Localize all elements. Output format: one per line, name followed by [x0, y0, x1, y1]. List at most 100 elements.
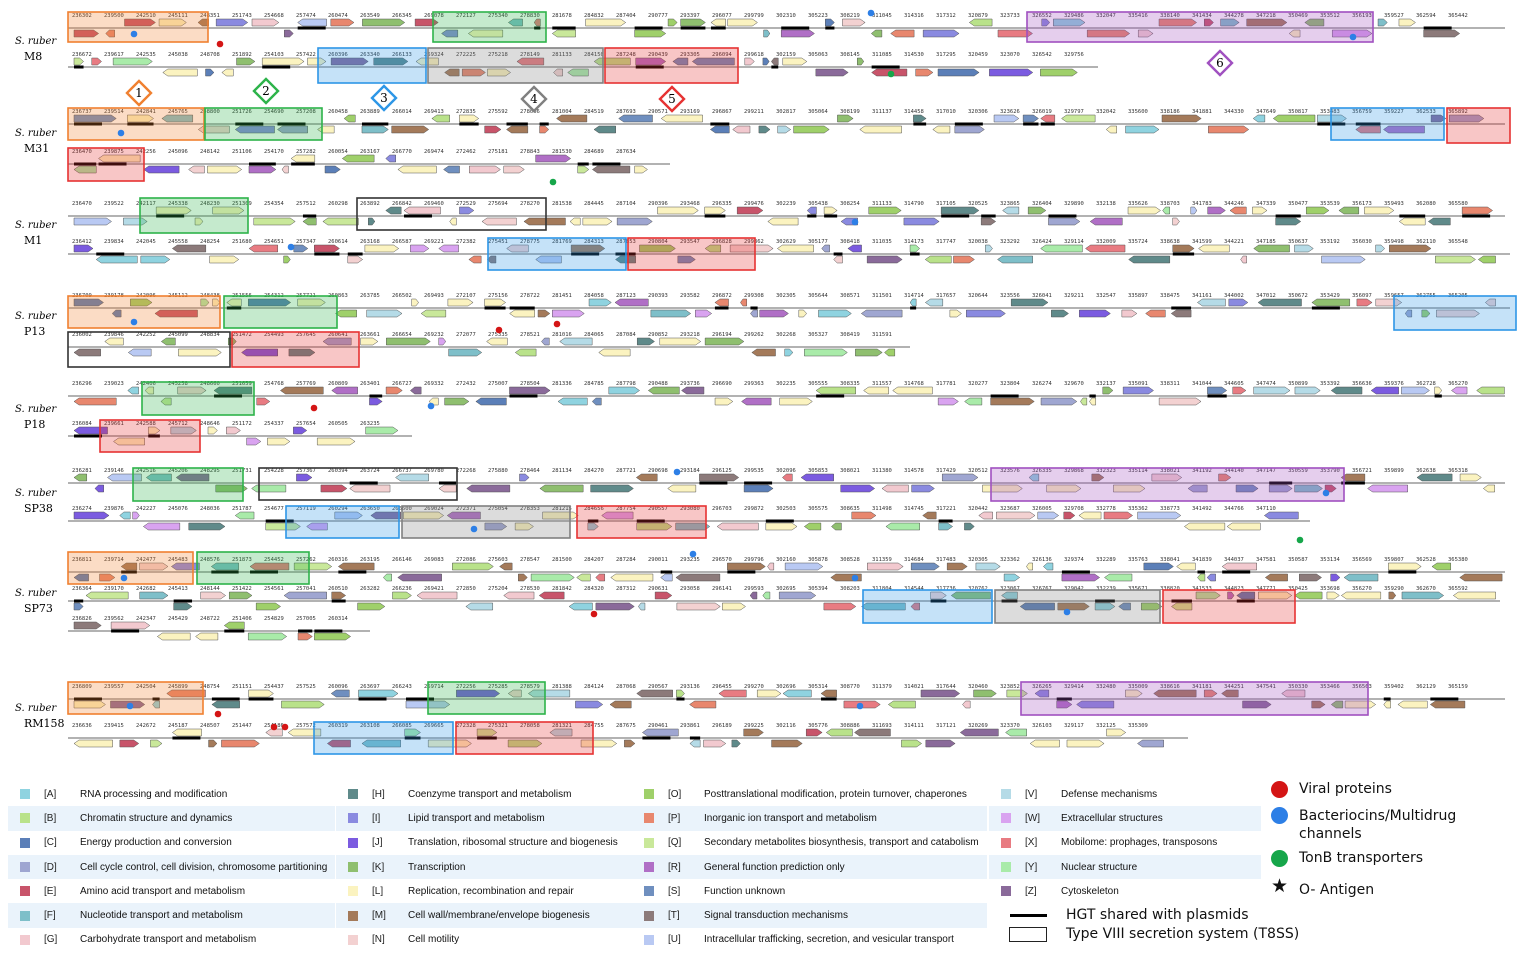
- hgt-region-box: [132, 467, 244, 502]
- gene-arrow: [188, 165, 205, 174]
- coordinate-label: 242588: [136, 421, 156, 427]
- hgt-segment: [634, 26, 663, 30]
- coordinate-label: 317221: [936, 506, 956, 512]
- hgt-segment: [74, 65, 84, 69]
- gene-arrow: [1089, 397, 1097, 406]
- hgt-segment: [250, 570, 279, 574]
- gene-arrow: [226, 426, 241, 435]
- gene-arrow: [959, 728, 999, 737]
- gene-arrow: [152, 700, 160, 709]
- gene-arrow: [123, 217, 148, 226]
- coordinate-label: 239170: [104, 586, 124, 592]
- coordinate-label: 278530: [520, 586, 540, 592]
- gene-arrow: [1078, 511, 1102, 520]
- coordinate-label: 269493: [424, 293, 444, 299]
- hgt-segment: [680, 26, 706, 30]
- legend-description: Secondary metabolites biosynthesis, tran…: [704, 837, 979, 849]
- coordinate-label: 239023: [104, 381, 124, 387]
- coordinate-label: 323687: [1000, 506, 1020, 512]
- coordinate-label: 353392: [1320, 381, 1340, 387]
- coordinate-label: 317747: [936, 239, 956, 245]
- gene-arrow: [580, 739, 618, 748]
- gene-arrow: [691, 57, 735, 66]
- gene-arrow: [681, 386, 705, 395]
- gene-arrow: [509, 309, 535, 318]
- gene-arrow: [861, 602, 906, 611]
- coordinate-label: 266770: [392, 149, 412, 155]
- legend-row-v: [V]Defense mechanisms: [989, 782, 1261, 806]
- legend-code: [Q]: [668, 837, 682, 849]
- gene-arrow: [1040, 397, 1078, 406]
- legend-row-s: [S]Function unknown: [632, 879, 987, 903]
- coordinate-label: 257262: [296, 557, 316, 563]
- gene-arrow: [867, 562, 904, 571]
- legend-description: Defense mechanisms: [1061, 788, 1158, 800]
- coordinate-label: 248230: [200, 201, 220, 207]
- coordinate-label: 239661: [104, 421, 124, 427]
- gene-arrow: [234, 125, 275, 134]
- coordinate-label: 341492: [1192, 506, 1212, 512]
- gene-arrow: [557, 397, 588, 406]
- coordinate-label: 287693: [616, 109, 636, 115]
- gene-arrow: [1311, 700, 1326, 709]
- coordinate-label: 251106: [232, 149, 252, 155]
- coordinate-label: 284755: [584, 723, 604, 729]
- gene-arrow: [283, 255, 291, 264]
- gene-arrow: [806, 206, 817, 215]
- coordinate-label: 263697: [360, 684, 380, 690]
- gene-arrow: [73, 621, 102, 630]
- coordinate-label: 296077: [712, 13, 732, 19]
- gene-arrow: [248, 689, 274, 698]
- coordinate-label: 341881: [1192, 109, 1212, 115]
- legend-row-r: [R]General function prediction only: [632, 854, 987, 880]
- coordinate-label: 323556: [1000, 293, 1020, 299]
- coordinate-label: 320269: [968, 723, 988, 729]
- gene-arrow: [160, 337, 176, 346]
- strain-species-label: S. ruber: [15, 703, 57, 714]
- gene-arrow: [1091, 473, 1105, 482]
- legend-code: [M]: [372, 910, 386, 922]
- gene-arrow: [535, 154, 572, 163]
- coordinate-label: 239557: [104, 684, 124, 690]
- gene-arrow: [452, 562, 494, 571]
- gene-arrow: [1026, 562, 1033, 571]
- coordinate-label: 275335: [488, 332, 508, 338]
- gene-arrow: [506, 125, 529, 134]
- gene-arrow: [476, 728, 498, 737]
- hgt-segment: [74, 599, 84, 603]
- coordinate-label: 332289: [1096, 557, 1116, 563]
- legend-swatch: [644, 837, 654, 848]
- gene-arrow: [938, 522, 954, 531]
- legend-description: Nucleotide transport and metabolism: [80, 910, 243, 922]
- legend-code: [S]: [668, 885, 681, 897]
- gene-arrow: [246, 437, 262, 446]
- annotation-dot: [470, 525, 478, 533]
- hgt-segment: [1236, 599, 1255, 603]
- gene-arrow: [177, 386, 207, 395]
- gene-arrow: [438, 337, 447, 346]
- coordinate-label: 302696: [776, 684, 796, 690]
- coordinate-label: 287104: [616, 201, 637, 207]
- coordinate-label: 308571: [840, 293, 860, 299]
- gene-arrow: [255, 602, 281, 611]
- legend-row-o: [O]Posttranslational modification, prote…: [632, 782, 987, 806]
- coordinate-label: 344037: [1224, 557, 1244, 563]
- legend-description: Cytoskeleton: [1061, 885, 1119, 897]
- gene-arrow: [915, 68, 934, 77]
- gene-arrow: [1477, 255, 1496, 264]
- gene-arrow: [616, 217, 653, 226]
- gene-arrow: [590, 484, 634, 493]
- coordinate-label: 326274: [1032, 381, 1053, 387]
- gene-arrow: [675, 573, 721, 582]
- legend-swatch: [20, 837, 30, 848]
- hgt-segment: [148, 434, 160, 438]
- gene-arrow: [1340, 591, 1382, 600]
- gene-arrow: [932, 125, 951, 134]
- region-marker-number: 2: [262, 84, 270, 98]
- coordinate-label: 341599: [1192, 239, 1212, 245]
- coordinate-label: 278464: [520, 468, 541, 474]
- coordinate-label: 293468: [680, 201, 700, 207]
- gene-arrow: [749, 591, 758, 600]
- hgt-segment: [349, 481, 378, 485]
- hgt-region-box: [427, 681, 546, 715]
